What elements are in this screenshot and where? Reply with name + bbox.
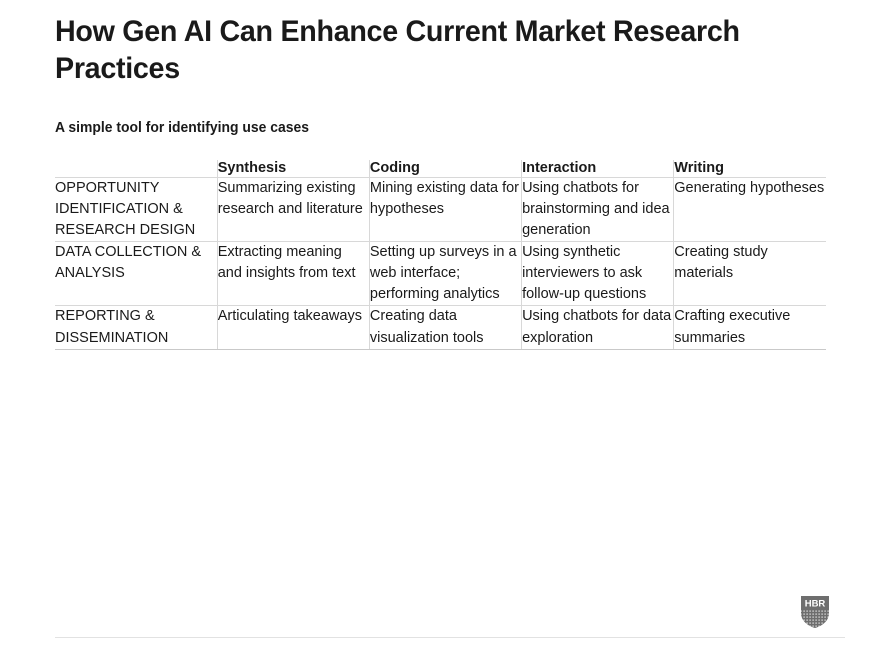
cell-opportunity-writing: Generating hypotheses <box>673 177 826 243</box>
column-header-coding: Coding <box>368 160 522 179</box>
column-header-interaction: Interaction <box>521 160 674 179</box>
cell-data-collection-writing: Creating study materials <box>673 241 826 307</box>
footer-divider <box>55 637 845 638</box>
table-header-row: Synthesis Coding Interaction Writing <box>55 160 826 179</box>
row-label-data-collection: DATA COLLECTION & ANALYSIS <box>55 241 218 307</box>
cell-opportunity-coding: Mining existing data for hypotheses <box>368 177 522 243</box>
cell-opportunity-synthesis: Summarizing existing research and litera… <box>216 177 370 243</box>
table-corner-cell <box>55 160 218 179</box>
page-subtitle: A simple tool for identifying use cases <box>55 120 309 136</box>
hbr-shield-icon: HBR <box>800 595 830 629</box>
page-title: How Gen AI Can Enhance Current Market Re… <box>55 15 740 85</box>
cell-data-collection-coding: Setting up surveys in a web interface; p… <box>368 241 522 307</box>
row-label-opportunity-identification: OPPORTUNITY IDENTIFICATION & RESEARCH DE… <box>55 177 218 243</box>
heading-block: How Gen AI Can Enhance Current Market Re… <box>55 14 845 136</box>
cell-opportunity-interaction: Using chatbots for brainstorming and ide… <box>521 177 674 243</box>
cell-data-collection-synthesis: Extracting meaning and insights from tex… <box>216 241 370 307</box>
column-header-writing: Writing <box>673 160 826 179</box>
cell-reporting-coding: Creating data visualization tools <box>368 305 522 350</box>
cell-data-collection-interaction: Using synthetic interviewers to ask foll… <box>521 241 674 307</box>
use-case-matrix-table: Synthesis Coding Interaction Writing OPP… <box>55 160 826 350</box>
cell-reporting-interaction: Using chatbots for data exploration <box>521 305 674 350</box>
cell-reporting-synthesis: Articulating takeaways <box>216 305 370 350</box>
table-row: DATA COLLECTION & ANALYSIS Extracting me… <box>55 241 826 307</box>
column-header-synthesis: Synthesis <box>216 160 370 179</box>
table-header: Synthesis Coding Interaction Writing <box>55 160 826 179</box>
table-row: OPPORTUNITY IDENTIFICATION & RESEARCH DE… <box>55 177 826 243</box>
row-label-reporting-dissemination: REPORTING & DISSEMINATION <box>55 305 218 350</box>
table-body: OPPORTUNITY IDENTIFICATION & RESEARCH DE… <box>55 177 826 350</box>
hbr-logo-text: HBR <box>805 599 826 610</box>
table-row: REPORTING & DISSEMINATION Articulating t… <box>55 305 826 350</box>
cell-reporting-writing: Crafting executive summaries <box>673 305 826 350</box>
